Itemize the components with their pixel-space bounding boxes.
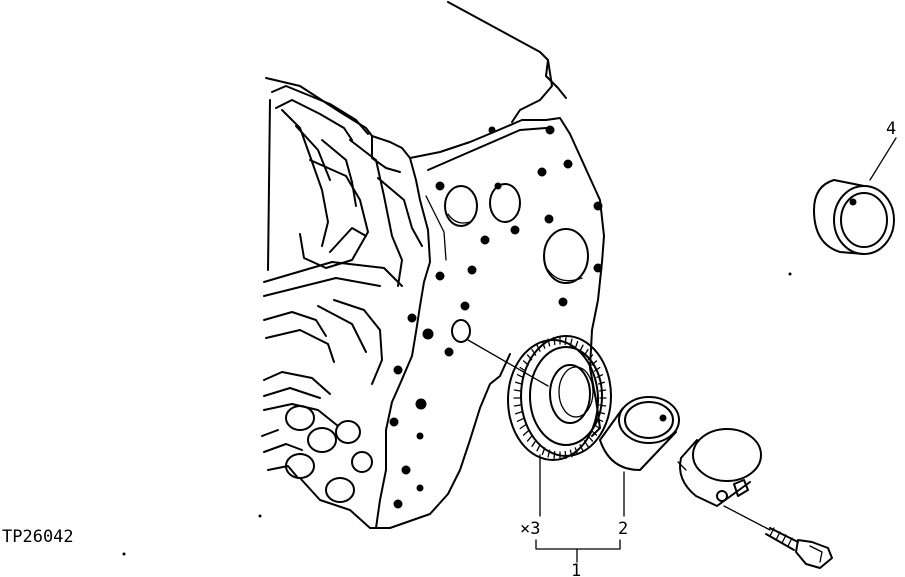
leader-lines (535, 137, 897, 563)
assembly-centerline (467, 339, 549, 387)
gear-tooth (514, 411, 523, 415)
gear-tooth (519, 366, 527, 372)
engine-block (261, 1, 567, 529)
gear-tooth (536, 344, 541, 352)
gear-tooth (591, 360, 598, 366)
gear-tooth (564, 336, 567, 346)
gear-tooth (597, 381, 606, 385)
gear-tooth (526, 354, 533, 361)
gear-tooth (587, 435, 594, 442)
gear-tooth (516, 418, 524, 422)
gear-tooth (569, 338, 573, 347)
gear-tooth (547, 449, 551, 458)
idler-bushing (599, 396, 680, 471)
gear-tooth (583, 348, 589, 356)
gear-tooth (596, 418, 604, 422)
gear-tooth (541, 447, 546, 456)
bolt-holes (389, 125, 603, 509)
gear-tooth (531, 440, 537, 448)
gear-tooth (587, 354, 594, 361)
idler-gear (507, 335, 612, 461)
cap-screw (723, 505, 833, 569)
gear-tooth (531, 348, 537, 356)
gear-tooth (522, 430, 529, 436)
gear-tooth (513, 389, 521, 392)
gear-tooth (522, 360, 529, 366)
gear-tooth (591, 430, 598, 436)
gear-tooth (574, 340, 579, 349)
gear-tooth (526, 435, 533, 442)
gear-tooth (599, 389, 607, 392)
gear-tooth (564, 450, 567, 460)
callout-2: 2 (618, 519, 628, 539)
gear-tooth (593, 366, 601, 372)
gear-tooth (541, 340, 546, 349)
callout-1: 1 (571, 561, 581, 577)
camshaft-bushing (813, 179, 895, 255)
gear-tooth (579, 444, 584, 452)
gear-tooth (569, 449, 573, 458)
gear-tooth (593, 424, 601, 430)
gear-tooth (553, 450, 556, 460)
gear-tooth (553, 336, 556, 346)
figure-id: TP26042 (2, 527, 74, 547)
gear-tooth (536, 444, 541, 452)
gear-tooth (579, 344, 584, 352)
gear-tooth (547, 338, 551, 347)
callout-3: ×3 (520, 519, 540, 539)
gear-tooth (514, 381, 523, 385)
idler-shaft (677, 428, 762, 507)
gear-tooth (516, 374, 524, 378)
gear-tooth (599, 404, 607, 407)
gear-tooth (574, 447, 579, 456)
gear-tooth (513, 404, 521, 407)
gear-tooth (519, 424, 527, 430)
callout-4: 4 (886, 119, 896, 139)
front-plate (375, 117, 605, 529)
gear-tooth (596, 374, 604, 378)
gear-tooth (597, 411, 606, 415)
gear-tooth (583, 440, 589, 448)
